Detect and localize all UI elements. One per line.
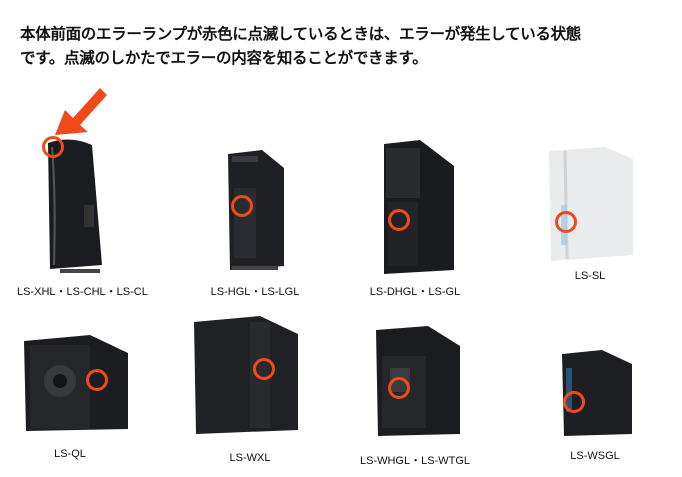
nas-device-icon — [562, 350, 632, 436]
model-label: LS-SL — [574, 270, 606, 282]
model-label: LS-HGL・LS-LGL — [210, 286, 300, 298]
nas-device-cube-icon — [24, 335, 128, 431]
model-label: LS-WHGL・LS-WTGL — [359, 455, 470, 467]
error-lamp-ring — [253, 358, 275, 380]
model-label: LS-WXL — [229, 452, 271, 464]
pointer-arrow-icon — [55, 88, 107, 135]
error-lamp-ring — [388, 377, 410, 399]
error-lamp-ring — [86, 369, 108, 391]
intro-text: 本体前面のエラーランプが赤色に点滅しているときは、エラーが発生している状態 です… — [20, 22, 670, 70]
nas-device-white-icon — [549, 147, 633, 261]
error-lamp-ring — [388, 209, 410, 231]
error-lamp-ring — [231, 195, 253, 217]
intro-line-2: です。点滅のしかたでエラーの内容を知ることができます。 — [20, 49, 428, 67]
model-label: LS-WSGL — [570, 450, 620, 462]
error-lamp-ring — [555, 211, 577, 233]
model-label: LS-QL — [54, 448, 86, 460]
error-lamp-ring — [42, 136, 64, 158]
model-label: LS-DHGL・LS-GL — [369, 286, 461, 298]
nas-device-icon — [384, 140, 454, 274]
model-label: LS-XHL・LS-CHL・LS-CL — [17, 286, 148, 298]
error-lamp-ring — [563, 391, 585, 413]
intro-line-1: 本体前面のエラーランプが赤色に点滅しているときは、エラーが発生している状態 — [20, 25, 582, 43]
nas-device-icon — [376, 326, 460, 436]
nas-device-icon — [194, 316, 298, 434]
